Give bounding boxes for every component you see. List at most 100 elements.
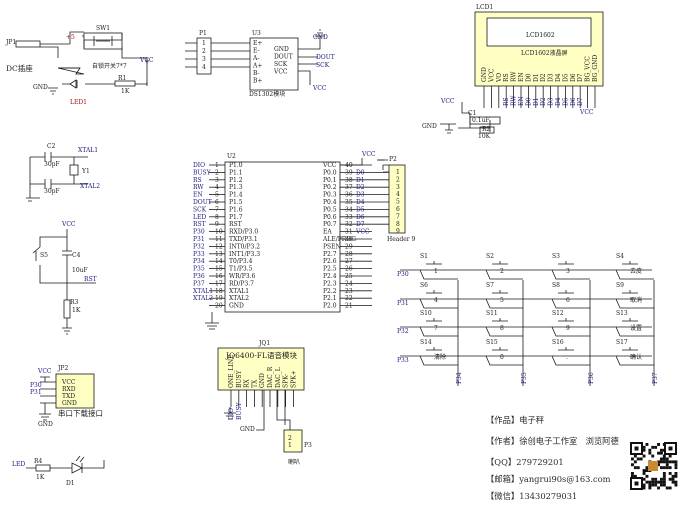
mcu-pin-lines [209,164,389,306]
mcu-ref: U2 [227,153,236,160]
r2-resistor [479,126,495,134]
qq-line: 【QQ】279729201 [486,456,564,468]
mcu-left-net: P31 [193,236,205,243]
lcd-screen [486,17,592,47]
r3-ref: R3 [70,299,79,306]
mcu-left-num: 2 [215,169,219,176]
mcu-left-pin: RXD/P3.0 [229,229,258,236]
mcu-left-pin: P1.0 [229,162,243,169]
clock-section [26,152,88,202]
c1-capacitor [469,116,501,125]
keypad-key[interactable] [485,347,523,366]
mcu-left-pin: XTAL2 [229,295,249,302]
keypad-key-ref: S9 [616,282,624,289]
keypad-key-label: 去皮 [630,267,642,275]
jq1-pin-label: RX [244,378,251,388]
p1-pin-3: 3 [202,56,206,63]
keypad-key[interactable] [551,261,590,280]
key-contact [615,269,654,280]
jq1-title: JQ6400-FL语音模块 [225,350,297,360]
keypad-key-ref: S17 [616,339,628,346]
r4-resistor [35,464,51,472]
mcu-right-num: 22 [345,295,353,302]
lcd-pin-label: D4 [555,73,562,82]
keypad-key[interactable] [551,318,590,337]
keypad-key[interactable] [615,261,654,280]
mcu-left-num: 9 [215,221,219,228]
mcu-left-pin: P1.6 [229,206,243,213]
jp2-header-body [55,373,95,409]
dc-jack-label: DC插座 [6,63,33,73]
d1-ref: D1 [66,480,75,487]
mcu-left-num: 10 [215,229,223,236]
mcu-right-pin: P0.1 [323,177,337,184]
mcu-left-num: 14 [215,258,223,265]
keypad-row-net: P30 [397,271,409,278]
keypad-key[interactable] [615,318,654,337]
u3-left-pin: E+ [253,40,262,47]
s5-ref: S5 [40,252,48,259]
lcd-pin-label: BG_GND [592,55,599,82]
keypad-key[interactable] [485,318,523,337]
lcd-pin-label: BG_VCC [585,56,592,82]
mcu-right-num: 26 [345,266,353,273]
mcu-left-num: 15 [215,266,223,273]
reset-vcc: VCC [61,221,76,228]
mcu-right-net: D2 [356,184,365,191]
author-label: 【作者】 [486,436,520,446]
jq1-pin-label: ONE_LINE [228,354,235,388]
lcd-pin-label: RS [503,73,510,82]
keypad-key[interactable] [419,347,458,366]
lcd-vcc-net: VCC [440,98,455,105]
mcu-right-num: 27 [345,258,353,265]
keypad-key[interactable] [419,290,458,309]
c2-ref: C2 [47,143,56,150]
keypad-key-label: 6 [566,297,570,304]
author-line: 【作者】徐创电子工作室 浏览阿德 [486,435,619,447]
mcu-right-pin: P0.3 [323,192,337,199]
p2-ref: P2 [389,156,397,163]
mcu-left-pin: P1.3 [229,184,243,191]
keypad-key-ref: S3 [552,253,560,260]
keypad-key[interactable] [551,347,590,366]
p2-pin: 2 [396,176,400,183]
lcd-subtitle: LCD1602液晶屏 [521,49,568,57]
lcd-net-label: RS [503,97,510,106]
lcd-pin-label: RW [511,71,518,82]
keypad-key[interactable] [551,290,590,309]
lcd-net-label: EN [518,96,525,106]
jp2-pin: RXD [62,386,76,393]
key-contact [551,355,590,366]
sw1-switch-body[interactable] [83,32,123,50]
mcu-right-num: 32 [345,221,353,228]
keypad-key-ref: S10 [420,310,432,317]
qq-value: 279729201 [516,457,564,467]
keypad-key-label: 清除 [434,353,446,361]
lcd-pin-label: D3 [548,73,555,82]
mcu-right-pin: PSEN [323,243,341,250]
jp2-pin: GND [62,400,77,407]
mcu-left-num: 12 [215,243,223,250]
mcu-left-pin: P1.7 [229,214,243,221]
c3-value: 30pF [44,188,60,195]
keypad-key-ref: S12 [552,310,564,317]
keypad-key[interactable] [615,290,654,309]
key-contact [419,298,458,309]
mcu-right-num: 40 [345,162,353,169]
u3-gnd-net: GND [313,34,328,41]
mcu-right-num: 25 [345,273,353,280]
lcd-vcc2-net: VCC [579,109,594,116]
key-contact [615,326,654,337]
mcu-right-pin: P2.0 [323,303,337,310]
keypad-key[interactable] [419,261,458,280]
keypad-key[interactable] [485,261,523,280]
keypad-key[interactable] [485,290,523,309]
mcu-left-net: LED [193,214,206,221]
p1-ref: P1 [199,30,207,37]
r4-value: 1K [36,474,45,481]
keypad-key[interactable] [615,347,654,366]
keypad-key[interactable] [419,318,458,337]
